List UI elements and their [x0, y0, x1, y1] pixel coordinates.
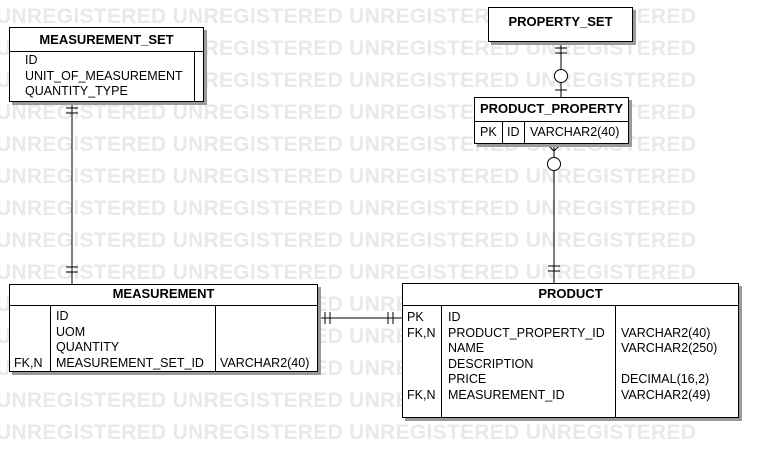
- column-type: [220, 340, 309, 356]
- column-type: VARCHAR2(49): [621, 387, 711, 402]
- entity-product-property[interactable]: PRODUCT_PROPERTY PK ID VARCHAR2(40): [474, 97, 629, 144]
- column-name: UNIT_OF_MEASUREMENT: [25, 68, 183, 83]
- column-name: ID: [25, 53, 38, 67]
- entity-measurement-set[interactable]: MEASUREMENT_SET ID UNIT_OF_MEASUREMENT Q…: [9, 27, 204, 102]
- key-label: [407, 357, 435, 373]
- rel-measurement-product[interactable]: [318, 312, 402, 324]
- entity-title: PRODUCT: [403, 284, 738, 306]
- column-type: [621, 357, 717, 373]
- column-divider: [524, 122, 525, 143]
- column-type: DECIMAL(16,2): [621, 372, 710, 387]
- column-name: ID: [56, 309, 69, 323]
- entity-title: PROPERTY_SET: [508, 14, 613, 29]
- key-label: PK: [407, 310, 424, 324]
- entity-title: PRODUCT_PROPERTY: [475, 98, 628, 122]
- column-name: MEASUREMENT_SET_ID: [56, 355, 204, 370]
- column-divider: [502, 122, 503, 143]
- column-name: DESCRIPTION: [448, 356, 534, 371]
- entity-product[interactable]: PRODUCT PK FK,N FK,N ID PRODUCT_PROPERTY…: [402, 283, 739, 418]
- key-label: PK: [480, 125, 497, 139]
- column-type: [220, 325, 309, 341]
- column-name: PRICE: [448, 372, 487, 387]
- column-divider: [441, 306, 442, 417]
- rel-productproperty-product[interactable]: [546, 143, 562, 283]
- key-label: [14, 309, 42, 325]
- column-type: VARCHAR2(40): [220, 355, 310, 370]
- column-type: VARCHAR2(250): [621, 341, 718, 356]
- column-name: ID: [448, 310, 461, 324]
- column-divider: [615, 306, 616, 417]
- column-type: VARCHAR2(40): [621, 325, 711, 340]
- key-label: FK,N: [407, 325, 436, 340]
- key-label: [407, 372, 435, 388]
- column-name: UOM: [56, 324, 86, 339]
- column-type: [220, 309, 309, 325]
- column-divider: [50, 306, 51, 371]
- rel-propertyset-productproperty[interactable]: [554, 42, 568, 97]
- column-name: PRODUCT_PROPERTY_ID: [448, 325, 605, 340]
- entity-property-set[interactable]: PROPERTY_SET: [488, 7, 633, 42]
- key-label: FK,N: [407, 387, 436, 402]
- column-type: [621, 310, 717, 326]
- column-name: ID: [507, 125, 520, 139]
- key-label: [14, 325, 42, 341]
- column-divider: [215, 306, 216, 371]
- rel-measurementset-measurement[interactable]: [66, 102, 78, 284]
- entity-measurement[interactable]: MEASUREMENT FK,N ID UOM QUANTITY MEASURE…: [9, 284, 318, 372]
- column-type: VARCHAR2(40): [530, 125, 620, 139]
- key-label: [14, 340, 42, 356]
- key-label: FK,N: [14, 355, 43, 370]
- column-name: MEASUREMENT_ID: [448, 387, 565, 402]
- entity-title: MEASUREMENT: [10, 285, 317, 306]
- column-divider: [194, 52, 195, 101]
- column-name: QUANTITY: [56, 340, 120, 355]
- column-name: NAME: [448, 341, 485, 356]
- key-label: [407, 341, 435, 357]
- column-name: QUANTITY_TYPE: [25, 84, 128, 99]
- entity-title: MEASUREMENT_SET: [10, 28, 203, 52]
